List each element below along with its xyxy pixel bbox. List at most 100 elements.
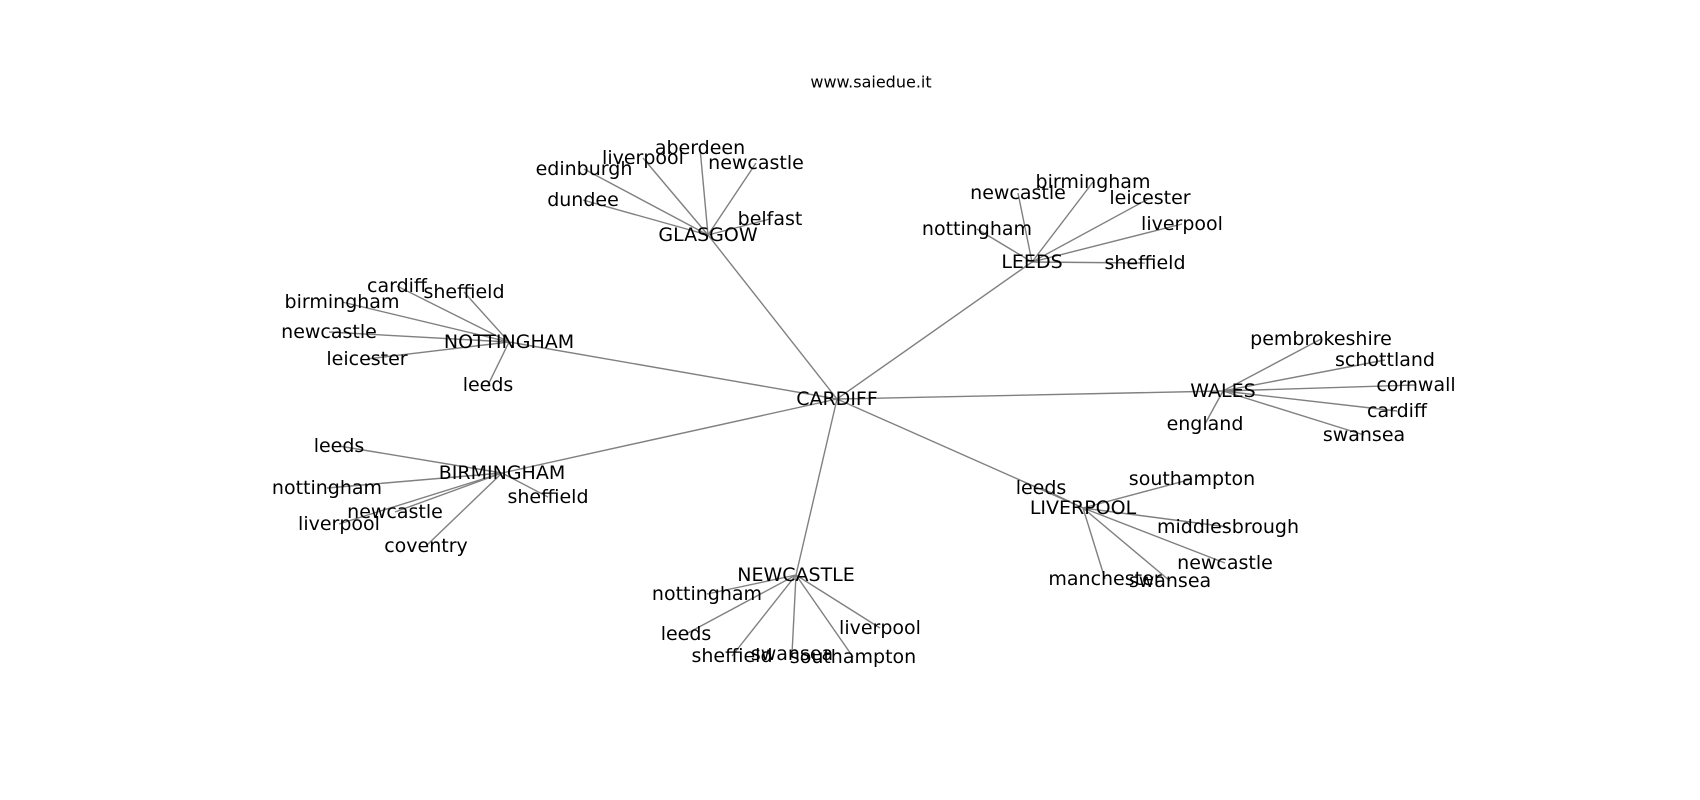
node-leaf-nottingham-leeds: leeds [463, 374, 514, 396]
node-hub-newcastle: NEWCASTLE [737, 564, 855, 586]
edge-birmingham-liverpool [338, 472, 503, 525]
edge-wales-schottland [1222, 359, 1386, 392]
edge-liverpool-middlesbrough [1082, 507, 1229, 528]
edge-birmingham-coventry [425, 472, 503, 547]
edge-nottingham-leeds [487, 341, 510, 386]
node-leaf-nottingham-birmingham: birmingham [285, 291, 400, 313]
node-leaf-liverpool-southampton: southampton [1129, 468, 1255, 490]
node-leaf-birmingham-leeds: leeds [314, 435, 365, 457]
edge-wales-cardiff [1222, 390, 1398, 412]
node-leaf-leeds-newcastle: newcastle [970, 182, 1066, 204]
edge-wales-cornwall [1222, 384, 1417, 392]
edge-leeds-birmingham [1031, 181, 1094, 263]
edge-liverpool-manchester [1082, 507, 1106, 580]
edge-liverpool-southampton [1082, 478, 1193, 509]
node-leaf-liverpool-middlesbrough: middlesbrough [1157, 516, 1299, 538]
edge-nottingham-newcastle [328, 331, 510, 343]
node-hub-glasgow: GLASGOW [658, 224, 757, 246]
node-leaf-birmingham-coventry: coventry [384, 535, 468, 557]
edge-wales-england [1204, 390, 1224, 425]
node-hub-wales: WALES [1190, 380, 1255, 402]
node-leaf-wales-pembrokeshire: pembrokeshire [1250, 328, 1392, 350]
edge-wales-pembrokeshire [1222, 338, 1322, 392]
edge-newcastle-liverpool [795, 574, 881, 629]
edge-root-birmingham [501, 398, 838, 474]
edge-birmingham-sheffield [501, 472, 549, 498]
node-leaf-birmingham-newcastle: newcastle [347, 501, 443, 523]
edge-root-nottingham [508, 341, 838, 400]
edge-liverpool-newcastle [1082, 507, 1226, 564]
edge-birmingham-nottingham [326, 472, 503, 489]
node-leaf-liverpool-manchester: manchester [1048, 568, 1161, 590]
edge-root-glasgow [707, 234, 838, 400]
node-leaf-newcastle-liverpool: liverpool [839, 617, 921, 639]
edge-newcastle-leeds [685, 574, 797, 635]
node-leaf-glasgow-dundee: dundee [547, 189, 619, 211]
node-leaf-glasgow-edinburgh: edinburgh [536, 158, 633, 180]
node-leaf-leeds-sheffield: sheffield [1104, 252, 1185, 274]
node-leaf-nottingham-leicester: leicester [326, 348, 407, 370]
edge-leeds-newcastle [1017, 192, 1033, 263]
node-leaf-glasgow-belfast: belfast [738, 208, 803, 230]
node-leaf-leeds-liverpool: liverpool [1141, 213, 1223, 235]
edge-newcastle-swansea [791, 574, 797, 655]
edge-wales-swansea [1222, 390, 1365, 436]
node-root-cardiff: CARDIFF [796, 388, 878, 410]
node-leaf-wales-schottland: schottland [1335, 349, 1435, 371]
edge-glasgow-aberdeen [699, 147, 709, 236]
edge-layer [326, 147, 1417, 658]
edge-glasgow-edinburgh [583, 168, 709, 236]
edge-leeds-liverpool [1031, 223, 1183, 263]
edge-glasgow-liverpool [642, 157, 709, 236]
edge-nottingham-leicester [366, 341, 510, 360]
node-leaf-nottingham-newcastle: newcastle [281, 321, 377, 343]
edge-birmingham-newcastle [394, 472, 503, 513]
edge-newcastle-sheffield [731, 574, 797, 657]
node-leaf-leeds-birmingham: birmingham [1036, 171, 1151, 193]
edge-leeds-leicester [1031, 197, 1151, 263]
node-leaf-glasgow-liverpool: liverpool [602, 147, 684, 169]
label-layer: CARDIFFGLASGOWaberdeenliverpooledinburgh… [272, 137, 1456, 668]
edge-liverpool-swansea [1082, 507, 1171, 582]
edge-root-wales [836, 390, 1224, 400]
node-hub-liverpool: LIVERPOOL [1030, 497, 1137, 519]
node-leaf-newcastle-swansea: swansea [751, 643, 833, 665]
node-leaf-newcastle-southampton: southampton [790, 646, 916, 668]
node-leaf-newcastle-sheffield: sheffield [691, 645, 772, 667]
edge-root-newcastle [795, 398, 838, 576]
edge-nottingham-sheffield [463, 291, 510, 343]
node-leaf-nottingham-cardiff: cardiff [367, 275, 428, 297]
node-leaf-newcastle-leeds: leeds [661, 623, 712, 645]
node-hub-birmingham: BIRMINGHAM [439, 462, 565, 484]
node-leaf-leeds-leicester: leicester [1109, 187, 1190, 209]
edge-root-leeds [836, 261, 1033, 400]
node-leaf-birmingham-nottingham: nottingham [272, 477, 382, 499]
edge-nottingham-cardiff [396, 285, 510, 343]
node-leaf-liverpool-newcastle: newcastle [1177, 552, 1273, 574]
node-leaf-wales-swansea: swansea [1323, 424, 1405, 446]
edge-newcastle-nottingham [706, 574, 797, 595]
node-leaf-liverpool-leeds: leeds [1016, 477, 1067, 499]
node-leaf-newcastle-nottingham: nottingham [652, 583, 762, 605]
edge-leeds-sheffield [1031, 261, 1146, 264]
node-leaf-liverpool-swansea: swansea [1129, 570, 1211, 592]
edge-newcastle-southampton [795, 574, 854, 658]
node-leaf-birmingham-sheffield: sheffield [507, 486, 588, 508]
watermark-text: www.saiedue.it [810, 73, 931, 92]
edge-leeds-nottingham [976, 228, 1033, 263]
node-hub-leeds: LEEDS [1001, 251, 1062, 273]
edge-glasgow-newcastle [707, 162, 757, 236]
node-leaf-glasgow-aberdeen: aberdeen [655, 137, 745, 159]
node-leaf-leeds-nottingham: nottingham [922, 218, 1032, 240]
node-leaf-glasgow-newcastle: newcastle [708, 152, 804, 174]
edge-root-liverpool [836, 398, 1084, 509]
edge-glasgow-dundee [582, 199, 709, 236]
node-leaf-nottingham-sheffield: sheffield [423, 281, 504, 303]
node-leaf-wales-england: england [1167, 413, 1244, 435]
edge-liverpool-leeds [1040, 487, 1084, 509]
node-leaf-wales-cornwall: cornwall [1376, 374, 1455, 396]
node-leaf-wales-cardiff: cardiff [1367, 400, 1428, 422]
edge-birmingham-leeds [338, 445, 503, 474]
node-leaf-birmingham-liverpool: liverpool [298, 513, 380, 535]
